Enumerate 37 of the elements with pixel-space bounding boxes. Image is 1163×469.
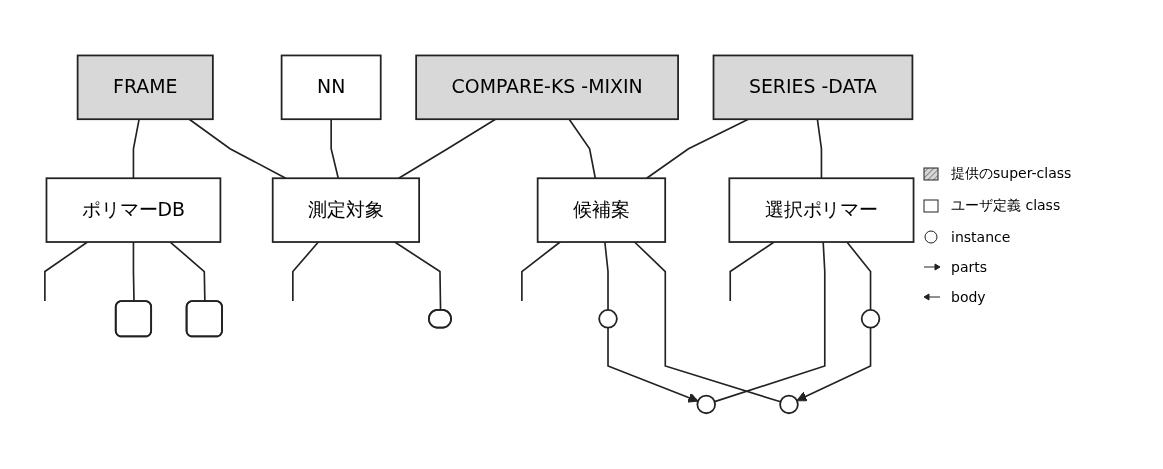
connector: [846, 241, 872, 311]
connector: [729, 241, 775, 303]
node-box: COMPARE-KS -MIXIN: [415, 54, 679, 121]
node-box: 測定対象: [271, 177, 420, 244]
node-box: FRAME: [76, 54, 214, 121]
node-circle: [860, 309, 881, 329]
node-ellipse: [779, 394, 799, 415]
connector: [568, 118, 597, 180]
connector: [397, 118, 497, 180]
legend-text: parts: [951, 258, 987, 275]
node-box: ポリマーDB: [45, 177, 222, 244]
connector: [633, 241, 782, 403]
legend-text: body: [951, 288, 986, 305]
legend-text: instance: [951, 228, 1011, 245]
node-circle: [696, 394, 716, 415]
connector: [292, 241, 320, 303]
node-box: NN: [280, 54, 382, 121]
connector: [330, 118, 340, 180]
connector: [132, 118, 140, 180]
node-box: 選択ポリマー: [728, 177, 915, 244]
connector: [713, 241, 826, 403]
node-ellipse: [598, 309, 618, 329]
node-box: 候補案: [536, 177, 667, 244]
connector: [604, 241, 609, 311]
connector: [169, 241, 206, 303]
arrow: [607, 326, 699, 403]
connector: [645, 118, 750, 180]
arrow: [796, 326, 872, 402]
connector: [816, 118, 823, 180]
node-box: SERIES -DATA: [712, 54, 914, 121]
connector: [44, 241, 89, 303]
connector: [132, 241, 135, 303]
legend-text: ユーザ定義 class: [951, 196, 1061, 215]
connector: [188, 118, 287, 180]
legend-text: 提供のsuper-class: [951, 164, 1072, 183]
connector: [521, 241, 561, 303]
connector: [393, 241, 442, 312]
